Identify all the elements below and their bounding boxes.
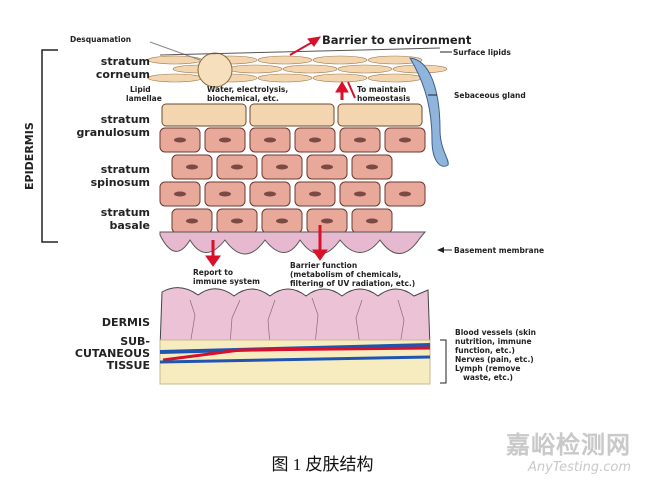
basement-membrane — [159, 231, 427, 255]
cell-nucleus — [354, 191, 366, 197]
homeostasis-arrow — [347, 81, 356, 99]
cell-nucleus — [186, 218, 198, 224]
water-label-1: Water, electrolysis, — [207, 85, 288, 94]
sebaceous-label: Sebaceous gland — [454, 91, 526, 100]
lymph-label-1: Lymph (remove — [455, 364, 520, 373]
cell-nucleus — [366, 218, 378, 224]
blood-vessel-red — [162, 346, 431, 362]
corneocyte — [257, 55, 313, 65]
epidermis-bracket — [41, 49, 58, 243]
vessels-label-2: nutrition, immune — [455, 337, 532, 346]
corneum-label-1: stratum — [101, 55, 150, 68]
vessels-bracket — [440, 339, 447, 384]
dermis-layer — [159, 287, 431, 349]
keratinocyte-cells — [159, 127, 426, 234]
cell-nucleus — [321, 164, 333, 170]
basale-label-2: basale — [110, 219, 151, 232]
surface-lipid-line — [159, 47, 441, 56]
spinosum-label-2: spinosum — [91, 176, 150, 189]
lipid-label-2: lamellae — [126, 94, 162, 103]
granulosum-label-1: stratum — [101, 113, 150, 126]
surface-lipids-label: Surface lipids — [453, 48, 511, 57]
cell-nucleus — [231, 218, 243, 224]
basale-label-1: stratum — [101, 206, 150, 219]
cell-nucleus — [264, 191, 276, 197]
water-arrow-head — [335, 81, 349, 93]
watermark-en: AnyTesting.com — [527, 460, 631, 475]
granular-cell — [249, 103, 335, 127]
immune-arrow-head — [205, 255, 221, 267]
subcutaneous-label-1: SUB- — [120, 335, 150, 348]
corneocyte — [312, 55, 368, 65]
vessels-label-1: Blood vessels (skin — [455, 328, 536, 337]
corneocyte — [227, 64, 283, 74]
water-label-2: biochemical, etc. — [207, 94, 279, 103]
spinosum-label-1: stratum — [101, 163, 150, 176]
epidermis-label: EPIDERMIS — [23, 122, 36, 190]
corneocyte — [147, 73, 203, 83]
cell-nucleus — [231, 164, 243, 170]
corneocyte — [367, 55, 423, 65]
desquamation-leader — [149, 41, 201, 61]
basement-label: Basement membrane — [454, 246, 544, 255]
barrier-fn-label-1: Barrier function — [290, 261, 357, 270]
corneocyte — [147, 55, 203, 65]
granulosum-label-2: granulosum — [76, 126, 150, 139]
report-label-2: immune system — [193, 277, 260, 286]
corneocyte — [282, 64, 338, 74]
homeostasis-label-2: homeostasis — [357, 94, 411, 103]
cell-nucleus — [321, 218, 333, 224]
barrier-fn-label-3: filtering of UV radiation, etc.) — [290, 279, 415, 288]
cell-nucleus — [264, 137, 276, 143]
cell-nucleus — [276, 218, 288, 224]
lymph-label-2: waste, etc.) — [463, 373, 513, 382]
corneocyte-bulge — [197, 52, 233, 88]
cell-nucleus — [174, 137, 186, 143]
barrier-arrow-head — [307, 36, 322, 47]
cell-nucleus — [174, 191, 186, 197]
subcutaneous-label-3: TISSUE — [107, 359, 150, 372]
stratum-corneum — [147, 55, 448, 83]
arrows — [205, 36, 356, 267]
basement-arrowhead — [437, 247, 444, 253]
cell-nucleus — [354, 137, 366, 143]
granular-cell — [337, 103, 423, 127]
subcutaneous-label-2: CUTANEOUS — [75, 347, 150, 360]
barrier-fn-label-2: (metabolism of chemicals, — [290, 270, 401, 279]
sebaceous-gland — [409, 57, 449, 167]
capillaries — [189, 297, 405, 346]
corneocyte — [257, 73, 313, 83]
cell-nucleus — [309, 191, 321, 197]
cell-nucleus — [309, 137, 321, 143]
cell-nucleus — [276, 164, 288, 170]
cell-nucleus — [399, 137, 411, 143]
watermark-cn: 嘉峪检测网 — [506, 431, 631, 459]
corneum-label-2: corneum — [96, 68, 150, 81]
barrier-label: Barrier to environment — [322, 33, 472, 47]
cell-nucleus — [399, 191, 411, 197]
figure-caption: 图 1 皮肤结构 — [271, 455, 374, 474]
barrier-fn-arrow-head — [312, 249, 328, 261]
nerves-label: Nerves (pain, etc.) — [455, 355, 534, 364]
desquamation-label: Desquamation — [70, 35, 131, 44]
corneocyte — [337, 64, 393, 74]
corneocyte — [312, 73, 368, 83]
cell-nucleus — [186, 164, 198, 170]
cell-nucleus — [366, 164, 378, 170]
dermis-label: DERMIS — [102, 316, 150, 329]
vessels-label-3: function, etc.) — [455, 346, 515, 355]
report-label-1: Report to — [193, 268, 233, 277]
stratum-granulosum — [161, 103, 423, 127]
nerve-line — [159, 355, 431, 364]
granular-cell — [161, 103, 247, 127]
cell-nucleus — [219, 191, 231, 197]
lipid-label-1: Lipid — [130, 85, 151, 94]
watermark: 嘉峪检测网 AnyTesting.com — [506, 425, 631, 475]
cell-nucleus — [219, 137, 231, 143]
homeostasis-label-1: To maintain — [357, 85, 406, 94]
corneocyte — [367, 73, 423, 83]
